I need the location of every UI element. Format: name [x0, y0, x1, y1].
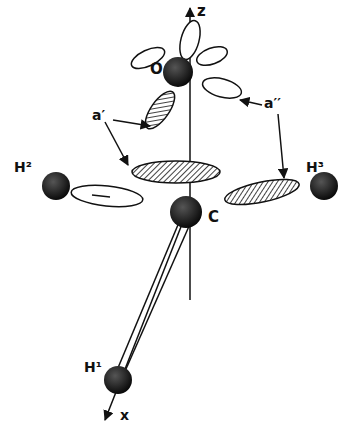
atom-label: H³ [306, 160, 324, 174]
atom-label: C [208, 210, 219, 225]
orbital-label: a′′ [264, 96, 281, 110]
atom-label: H¹ [84, 360, 102, 374]
atom-label: H² [14, 160, 32, 174]
atom-label: O [150, 62, 163, 77]
axis-label: z [197, 4, 206, 19]
axis-label: x [120, 408, 129, 422]
orbital-label: a′ [92, 108, 105, 122]
